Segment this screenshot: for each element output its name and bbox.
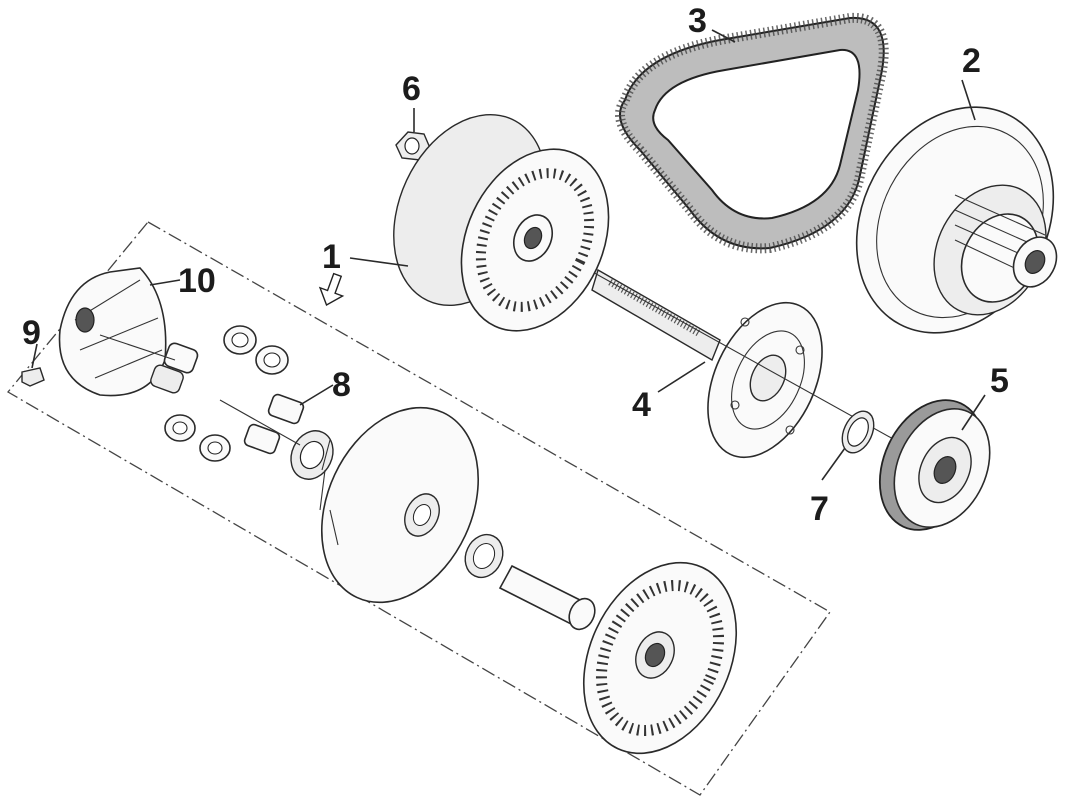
driven-pulley xyxy=(855,106,1058,334)
callout-8: 8 xyxy=(332,366,351,404)
leader-lines xyxy=(31,29,986,481)
ramp-plate xyxy=(58,267,167,397)
movable-drive-face xyxy=(290,406,480,604)
bushing-and-sleeve xyxy=(464,533,596,631)
callout-2: 2 xyxy=(962,42,981,80)
callout-3: 3 xyxy=(688,2,707,40)
callout-4: 4 xyxy=(632,386,651,424)
drive-belt xyxy=(615,12,889,254)
drive-face-fan xyxy=(393,113,610,332)
roller-axis-line xyxy=(219,399,301,446)
clutch-assembly xyxy=(878,399,991,531)
assembly-axis-line xyxy=(579,264,896,441)
assembly-arrow xyxy=(318,272,345,307)
lock-nut xyxy=(395,131,431,161)
slider-piece xyxy=(21,367,45,387)
callout-7: 7 xyxy=(810,490,829,528)
assembly-group-outline xyxy=(7,221,831,796)
callout-5: 5 xyxy=(990,362,1009,400)
ramp-axis-line xyxy=(99,334,176,361)
weight-rollers xyxy=(150,325,305,462)
callout-6: 6 xyxy=(402,70,421,108)
shaft-and-clutch-plate xyxy=(591,268,823,459)
shim-ring xyxy=(841,410,875,454)
callout-9: 9 xyxy=(22,314,41,352)
callout-10: 10 xyxy=(178,262,216,300)
callout-1: 1 xyxy=(322,238,341,276)
lower-fan-pulley xyxy=(582,561,738,755)
